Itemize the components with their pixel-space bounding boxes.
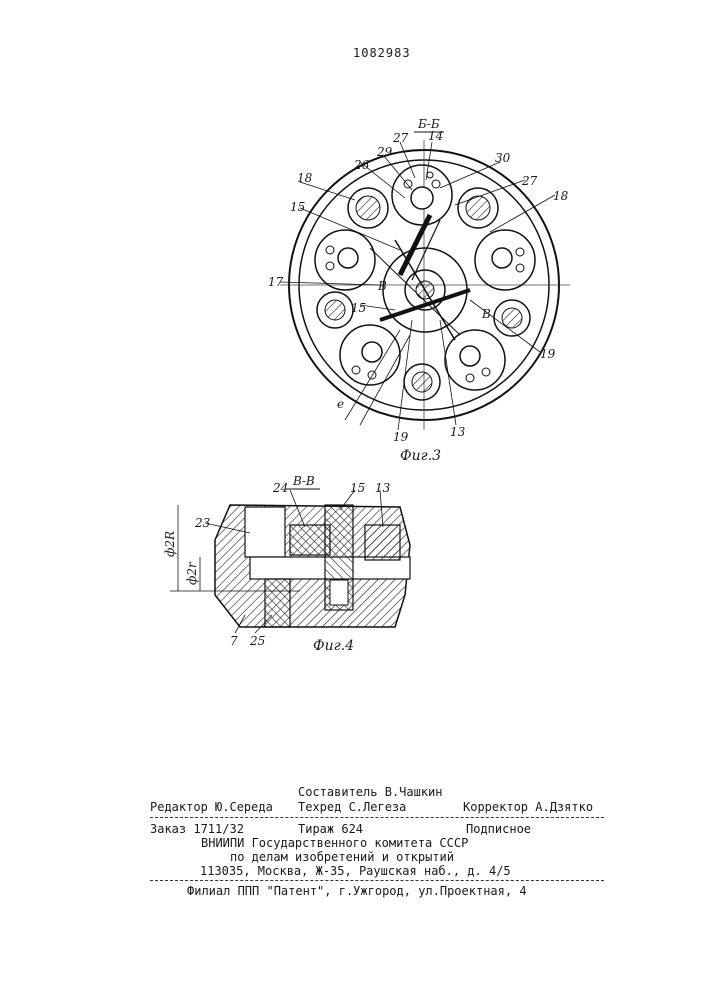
corrector: Корректор А.Дзятко <box>463 800 593 814</box>
spindle-upper-right <box>458 188 498 228</box>
divider-bottom <box>150 880 604 881</box>
spindle-bottom <box>404 364 440 400</box>
circulation: Тираж 624 <box>298 822 363 836</box>
dimension-2r: ф2r <box>185 561 199 585</box>
spindle-mid-left <box>317 292 353 328</box>
branch: Филиал ППП "Патент", г.Ужгород, ул.Проек… <box>187 884 527 898</box>
spindle-right <box>475 230 535 290</box>
callout-18-right: 18 <box>553 189 569 203</box>
subscription: Подписное <box>466 822 531 836</box>
callout-27-right: 27 <box>521 174 538 188</box>
callout-18-left: 18 <box>297 171 313 185</box>
central-hub <box>370 215 470 340</box>
part-25 <box>265 579 290 627</box>
part-15-inner <box>330 580 348 605</box>
figure-3-drawing: Б-Б 27 14 29 30 26 27 18 18 15 17 15 19 … <box>0 0 707 470</box>
callout-29: 29 <box>376 145 393 159</box>
figure-4-caption: Фиг.4 <box>313 638 354 654</box>
callout-15: 15 <box>350 481 365 495</box>
address: 113035, Москва, Ж-35, Раушская наб., д. … <box>200 864 511 878</box>
institute: ВНИИПИ Государственного комитета СССР <box>201 836 468 850</box>
callout-26: 26 <box>353 158 370 172</box>
callout-30: 30 <box>495 151 511 165</box>
cavity-23 <box>245 507 285 557</box>
callout-24: 24 <box>272 481 288 495</box>
compiler: Составитель В.Чашкин <box>298 785 443 799</box>
editor: Редактор Ю.Середа <box>150 800 273 814</box>
callout-25: 25 <box>249 634 265 648</box>
callout-b-right: В <box>481 307 491 321</box>
part-13 <box>365 525 400 560</box>
spindle-upper-left <box>348 188 388 228</box>
affairs: по делам изобретений и открытий <box>230 850 454 864</box>
divider-top <box>150 817 604 818</box>
callout-7: 7 <box>230 634 238 648</box>
callout-13: 13 <box>450 425 466 439</box>
callout-13: 13 <box>375 481 391 495</box>
callout-e: e <box>337 397 344 411</box>
callout-19-right: 19 <box>540 347 556 361</box>
part-24 <box>290 525 330 555</box>
callout-b-left: В <box>377 279 387 293</box>
spindle-lower-left <box>340 325 400 385</box>
figure-3-caption: Фиг.3 <box>400 448 441 464</box>
figure-4-drawing: В-В 24 15 13 23 7 25 ф2R ф2r <box>0 465 707 665</box>
callout-17: 17 <box>268 275 284 289</box>
callout-14: 14 <box>428 129 443 143</box>
spindle-mid-right <box>494 300 530 336</box>
techred: Техред С.Легеза <box>298 800 406 814</box>
callout-15-mid: 15 <box>351 301 366 315</box>
callout-19-bottom: 19 <box>393 430 409 444</box>
callout-27-top: 27 <box>392 131 409 145</box>
section-label-vv: В-В <box>292 474 315 488</box>
dimension-2R: ф2R <box>163 531 177 557</box>
callout-23: 23 <box>194 516 211 530</box>
spindle-left <box>315 230 375 290</box>
order: Заказ 1711/32 <box>150 822 244 836</box>
callout-15-top: 15 <box>290 200 305 214</box>
